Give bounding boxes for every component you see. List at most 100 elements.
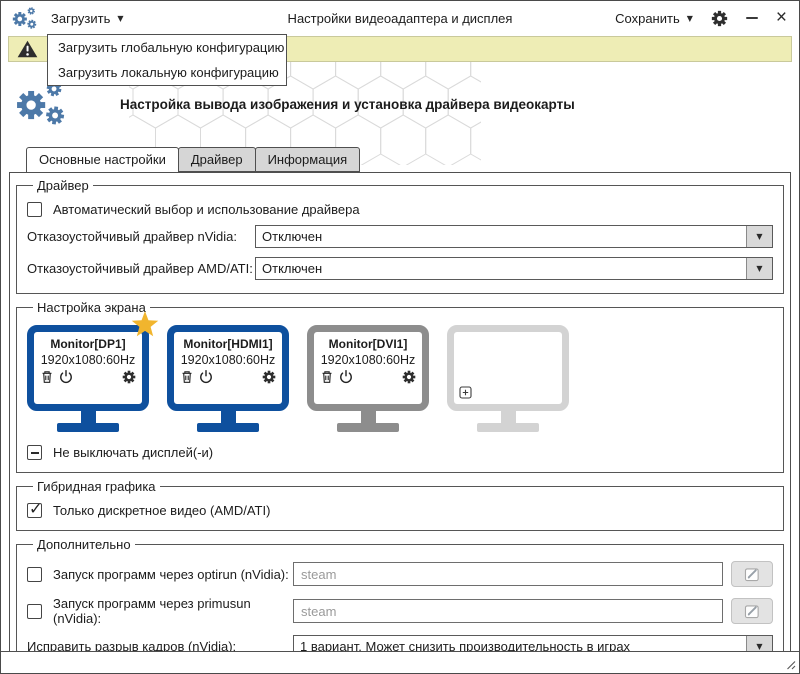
monitor-resolution: 1920x1080:60Hz — [180, 353, 276, 367]
chevron-down-icon — [687, 13, 693, 23]
chevron-down-icon — [756, 265, 762, 273]
primusun-checkbox[interactable]: Запуск программ через primusun (nVidia): — [27, 596, 293, 626]
monitor-settings-gear-icon[interactable] — [122, 370, 136, 384]
banner-title: Настройка вывода изображения и установка… — [120, 96, 575, 112]
screen-group: Настройка экрана Monitor[DP1] 1920x1080:… — [16, 300, 784, 473]
monitor-stand — [80, 411, 96, 423]
settings-gear-button[interactable] — [711, 10, 728, 27]
load-menu-label: Загрузить — [51, 10, 111, 26]
monitor-screen — [447, 325, 569, 411]
tab-driver[interactable]: Драйвер — [177, 147, 256, 172]
optirun-command-input[interactable] — [293, 562, 723, 586]
primusun-command-input[interactable] — [293, 599, 723, 623]
close-icon: × — [775, 6, 787, 28]
monitor-screen: Monitor[HDMI1] 1920x1080:60Hz — [167, 325, 289, 411]
minimize-button[interactable] — [745, 16, 758, 20]
monitor-name: Monitor[HDMI1] — [183, 337, 273, 351]
menu-item-load-global[interactable]: Загрузить глобальную конфигурацию — [58, 40, 285, 55]
load-menu-dropdown: Загрузить глобальную конфигурацию Загруз… — [47, 34, 287, 86]
chevron-down-icon — [756, 643, 762, 651]
driver-group: Драйвер Автоматический выбор и использов… — [16, 178, 784, 294]
dropdown-button[interactable] — [746, 258, 772, 279]
primary-star-icon — [131, 311, 159, 337]
optirun-checkbox[interactable]: Запуск программ через optirun (nVidia): — [27, 566, 293, 582]
monitor-list: Monitor[DP1] 1920x1080:60Hz — [27, 311, 773, 432]
delete-monitor-icon[interactable] — [320, 370, 334, 384]
chevron-down-icon — [117, 13, 123, 23]
extra-group-legend: Дополнительно — [37, 537, 131, 552]
discrete-only-label: Только дискретное видео (AMD/ATI) — [53, 503, 271, 518]
optirun-edit-button[interactable] — [731, 561, 773, 587]
edit-pencil-icon — [744, 567, 759, 581]
monitor-base — [337, 423, 399, 432]
keep-display-on-label: Не выключать дисплей(-и) — [53, 445, 214, 460]
monitor-resolution: 1920x1080:60Hz — [320, 353, 416, 367]
app-logo-gears-icon — [13, 79, 68, 129]
hybrid-group: Гибридная графика Только дискретное виде… — [16, 479, 784, 531]
monitor-dp1[interactable]: Monitor[DP1] 1920x1080:60Hz — [27, 311, 159, 432]
minimize-icon — [745, 16, 758, 20]
monitor-stand — [360, 411, 376, 423]
menu-item-load-local[interactable]: Загрузить локальную конфигурацию — [58, 65, 279, 80]
warning-triangle-icon — [17, 40, 38, 58]
monitor-base — [197, 423, 259, 432]
tab-info[interactable]: Информация — [254, 147, 361, 172]
discrete-only-checkbox[interactable]: Только дискретное видео (AMD/ATI) — [27, 499, 773, 518]
monitor-empty-slot[interactable] — [447, 325, 569, 432]
hybrid-group-legend: Гибридная графика — [37, 479, 156, 494]
auto-driver-checkbox[interactable]: Автоматический выбор и использование дра… — [27, 202, 773, 217]
keep-display-on-checkbox[interactable]: Не выключать дисплей(-и) — [27, 445, 773, 460]
checkbox-box-checked[interactable] — [27, 499, 42, 518]
monitor-screen: Monitor[DP1] 1920x1080:60Hz — [27, 325, 149, 411]
monitor-name: Monitor[DVI1] — [328, 337, 408, 351]
checkbox-box[interactable] — [27, 202, 42, 217]
monitor-settings-gear-icon[interactable] — [262, 370, 276, 384]
amd-failsafe-value: Отключен — [262, 261, 323, 276]
chevron-down-icon — [756, 233, 762, 241]
monitor-stand — [220, 411, 236, 423]
edit-pencil-icon — [744, 604, 759, 618]
close-button[interactable]: × — [776, 8, 787, 29]
delete-monitor-icon[interactable] — [40, 370, 54, 384]
amd-failsafe-select[interactable]: Отключен — [255, 257, 773, 280]
monitor-settings-gear-icon[interactable] — [402, 370, 416, 384]
monitor-stand — [500, 411, 516, 423]
monitor-name: Monitor[DP1] — [50, 337, 126, 351]
power-monitor-icon[interactable] — [199, 370, 213, 384]
tab-main-settings[interactable]: Основные настройки — [26, 147, 179, 173]
save-menu-button[interactable]: Сохранить — [615, 11, 693, 26]
checkbox-box[interactable] — [27, 603, 42, 619]
titlebar: Загрузить Настройки видеоадаптера и дисп… — [1, 1, 799, 35]
dropdown-button[interactable] — [746, 226, 772, 247]
gear-icon — [711, 10, 728, 26]
load-menu-button[interactable]: Загрузить — [51, 11, 124, 26]
amd-failsafe-label: Отказоустойчивый драйвер AMD/ATI: — [27, 261, 253, 276]
checkbox-box-indeterminate[interactable] — [27, 445, 42, 460]
tab-bar: Основные настройки Драйвер Информация — [26, 146, 799, 173]
tearing-fix-label: Исправить разрыв кадров (nVidia): — [27, 639, 237, 654]
optirun-label: Запуск программ через optirun (nVidia): — [53, 566, 289, 582]
status-bar — [1, 651, 799, 673]
power-monitor-icon[interactable] — [339, 370, 353, 384]
screen-group-legend: Настройка экрана — [37, 300, 146, 315]
tearing-fix-value: 1 вариант. Может снизить производительно… — [300, 639, 631, 654]
nvidia-failsafe-select[interactable]: Отключен — [255, 225, 773, 248]
nvidia-failsafe-label: Отказоустойчивый драйвер nVidia: — [27, 229, 237, 244]
monitor-resolution: 1920x1080:60Hz — [40, 353, 136, 367]
app-logo-gears-icon — [11, 6, 38, 31]
monitor-dvi1[interactable]: Monitor[DVI1] 1920x1080:60Hz — [307, 325, 429, 432]
primusun-label: Запуск программ через primusun (nVidia): — [53, 596, 251, 626]
monitor-base — [57, 423, 119, 432]
monitor-base — [477, 423, 539, 432]
primusun-edit-button[interactable] — [731, 598, 773, 624]
add-monitor-icon[interactable] — [459, 386, 472, 399]
auto-driver-label: Автоматический выбор и использование дра… — [53, 202, 360, 217]
driver-group-legend: Драйвер — [37, 178, 89, 193]
power-monitor-icon[interactable] — [59, 370, 73, 384]
checkbox-box[interactable] — [27, 566, 42, 582]
delete-monitor-icon[interactable] — [180, 370, 194, 384]
resize-grip[interactable] — [783, 657, 796, 670]
save-menu-label: Сохранить — [615, 10, 680, 26]
monitor-hdmi1[interactable]: Monitor[HDMI1] 1920x1080:60Hz — [167, 325, 289, 432]
